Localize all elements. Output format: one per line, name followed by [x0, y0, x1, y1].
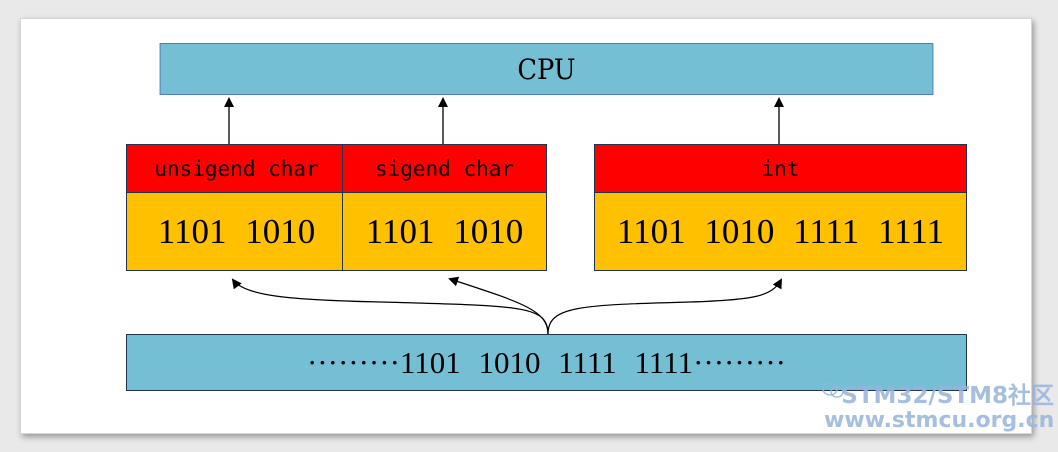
wechat-icon [822, 382, 844, 398]
register-bits-unsigned-char: 1101 1010 [126, 192, 347, 271]
memory-bits: ·········1101 1010 1111 1111········· [306, 344, 786, 380]
cpu-box: CPU [159, 43, 934, 95]
cpu-label: CPU [517, 52, 576, 86]
watermark-line2: www.stmcu.org.cn [824, 408, 1055, 434]
register-type-unsigned-char: unsigend char [126, 144, 347, 192]
register-bits-signed-char: 1101 1010 [342, 192, 547, 271]
watermark-line1: STM32/STM8社区 [841, 383, 1054, 409]
register-type-signed-char: sigend char [342, 144, 547, 192]
register-type-int: int [594, 144, 967, 192]
memory-box: ·········1101 1010 1111 1111········· [126, 334, 967, 391]
register-bits-int: 1101 1010 1111 1111 [594, 192, 967, 271]
watermark: STM32/STM8社区 www.stmcu.org.cn [822, 382, 1055, 434]
